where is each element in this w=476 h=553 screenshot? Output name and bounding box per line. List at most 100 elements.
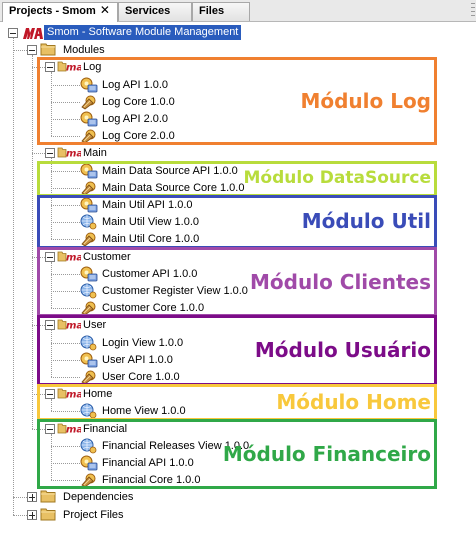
tree-node-module[interactable]: User API 1.0.0 bbox=[0, 351, 476, 369]
tree-guide-line bbox=[51, 463, 80, 464]
tree-node-module[interactable]: User Core 1.0.0 bbox=[0, 368, 476, 386]
tree-node-group-user[interactable]: maUser bbox=[0, 316, 476, 334]
collapse-icon[interactable] bbox=[45, 148, 55, 159]
tree-node-modules[interactable]: Modules bbox=[0, 41, 476, 59]
tree-guide-line bbox=[51, 433, 52, 481]
tree-node-group-financial[interactable]: maFinancial bbox=[0, 420, 476, 438]
tree-node-module[interactable]: Customer API 1.0.0 bbox=[0, 265, 476, 283]
tree-node-group-label: User bbox=[83, 319, 107, 332]
tree-node-module-label: Log API 1.0.0 bbox=[102, 78, 169, 91]
tree-node-project-files[interactable]: Project Files bbox=[0, 506, 476, 524]
tree-node-module-label: Main Data Source Core 1.0.0 bbox=[102, 181, 245, 194]
close-icon[interactable]: ✕ bbox=[99, 3, 110, 17]
collapse-icon[interactable] bbox=[45, 320, 55, 331]
tree-node-module[interactable]: Log Core 2.0.0 bbox=[0, 127, 476, 145]
tree-guide-line bbox=[51, 261, 52, 309]
svg-text:ma: ma bbox=[66, 252, 81, 263]
tab-services-label: Services bbox=[125, 5, 171, 17]
tree-node-group-label: Main bbox=[83, 147, 107, 160]
tree-guide-line bbox=[51, 84, 80, 86]
tab-services[interactable]: Services bbox=[118, 2, 192, 21]
tree-node-module[interactable]: Financial Core 1.0.0 bbox=[0, 471, 476, 489]
tree-guide-line bbox=[51, 205, 80, 206]
collapse-icon[interactable] bbox=[45, 251, 55, 262]
tree-guide-line bbox=[51, 119, 80, 120]
tree-node-group-log[interactable]: maLog bbox=[0, 58, 476, 76]
tree-node-module-label: Customer API 1.0.0 bbox=[102, 267, 198, 280]
tree-node-group-home[interactable]: maHome bbox=[0, 385, 476, 403]
tree-guide-line bbox=[51, 399, 52, 412]
maven-group-icon: ma bbox=[57, 249, 83, 269]
maven-project-icon bbox=[22, 25, 44, 47]
tree-guide-line bbox=[51, 239, 80, 241]
maven-group-icon: ma bbox=[57, 145, 83, 165]
tree-node-project[interactable]: Smom - Software Module Management bbox=[0, 24, 476, 42]
core-module-icon bbox=[80, 231, 98, 253]
tab-files-label: Files bbox=[199, 5, 225, 17]
svg-text:ma: ma bbox=[66, 63, 81, 74]
tree-node-group-customer[interactable]: maCustomer bbox=[0, 248, 476, 266]
tree-node-module[interactable]: Login View 1.0.0 bbox=[0, 334, 476, 352]
tree-node-module[interactable]: Customer Register View 1.0.0 bbox=[0, 282, 476, 300]
api-module-icon bbox=[80, 77, 98, 99]
api-module-icon bbox=[80, 111, 98, 133]
tree-node-module[interactable]: Home View 1.0.0 bbox=[0, 402, 476, 420]
annotation-label: Módulo Log bbox=[300, 89, 431, 113]
annotation-box bbox=[37, 418, 437, 490]
tree-node-module[interactable]: Main Util Core 1.0.0 bbox=[0, 230, 476, 248]
tree-node-module-label: Login View 1.0.0 bbox=[102, 336, 184, 349]
tree-node-module[interactable]: Main Data Source API 1.0.0 bbox=[0, 162, 476, 180]
tree-node-module[interactable]: Main Util View 1.0.0 bbox=[0, 213, 476, 231]
tree-guide-line bbox=[51, 359, 80, 361]
tree-guide-line bbox=[51, 273, 80, 275]
tree-node-module-label: Log Core 1.0.0 bbox=[102, 95, 175, 108]
tree-node-dependencies[interactable]: Dependencies bbox=[0, 488, 476, 506]
expand-icon[interactable] bbox=[27, 509, 37, 520]
tree-node-module-label: Financial Core 1.0.0 bbox=[102, 474, 201, 487]
tree-guide-line bbox=[13, 514, 27, 516]
svg-text:ma: ma bbox=[66, 424, 81, 435]
tree-node-module[interactable]: Financial Releases View 1.0.0 bbox=[0, 437, 476, 455]
tree-node-group-label: Financial bbox=[83, 422, 128, 435]
tree-guide-line bbox=[13, 38, 14, 515]
tree-node-module[interactable]: Financial API 1.0.0 bbox=[0, 454, 476, 472]
tree-guide-line bbox=[51, 170, 80, 172]
folder-icon bbox=[40, 42, 56, 62]
tree-guide-line bbox=[13, 50, 27, 52]
core-module-icon bbox=[80, 300, 98, 322]
panel-grip-icon[interactable] bbox=[470, 0, 476, 20]
tree-node-module-label: Customer Core 1.0.0 bbox=[102, 302, 205, 315]
folder-icon bbox=[40, 489, 56, 509]
tree-node-module[interactable]: Main Util API 1.0.0 bbox=[0, 196, 476, 214]
tree-guide-line bbox=[51, 291, 80, 292]
tree-node-module[interactable]: Log Core 1.0.0 bbox=[0, 93, 476, 111]
collapse-icon[interactable] bbox=[27, 45, 37, 56]
view-module-icon bbox=[80, 214, 98, 236]
tree-guide-line bbox=[32, 153, 45, 155]
collapse-icon[interactable] bbox=[45, 423, 55, 434]
tab-files[interactable]: Files bbox=[192, 2, 250, 21]
collapse-icon[interactable] bbox=[8, 28, 18, 38]
tree-node-group-label: Home bbox=[83, 388, 113, 401]
tree-node-module[interactable]: Main Data Source Core 1.0.0 bbox=[0, 179, 476, 197]
tree-guide-line bbox=[51, 342, 80, 344]
tree-node-module[interactable]: Log API 2.0.0 bbox=[0, 110, 476, 128]
tree-node-module-label: Log API 2.0.0 bbox=[102, 113, 169, 125]
tree-node-modules-label: Modules bbox=[63, 44, 105, 57]
tree-node-module-label: Customer Register View 1.0.0 bbox=[102, 285, 248, 297]
tree-node-module[interactable]: Log API 1.0.0 bbox=[0, 76, 476, 94]
maven-group-icon: ma bbox=[57, 317, 83, 337]
tree-node-group-main[interactable]: maMain bbox=[0, 144, 476, 162]
tree-guide-line bbox=[51, 411, 80, 413]
tree-node-module-label: Main Data Source API 1.0.0 bbox=[102, 164, 238, 177]
tree-node-module[interactable]: Customer Core 1.0.0 bbox=[0, 299, 476, 317]
maven-group-icon: ma bbox=[57, 386, 83, 406]
tree-node-project-files-label: Project Files bbox=[63, 508, 124, 521]
tree-node-module-label: Main Util Core 1.0.0 bbox=[102, 233, 200, 246]
expand-icon[interactable] bbox=[27, 492, 37, 503]
collapse-icon[interactable] bbox=[45, 62, 55, 73]
core-module-icon bbox=[80, 94, 98, 116]
collapse-icon[interactable] bbox=[45, 389, 55, 400]
tab-projects[interactable]: Projects - Smom✕ bbox=[2, 2, 118, 22]
